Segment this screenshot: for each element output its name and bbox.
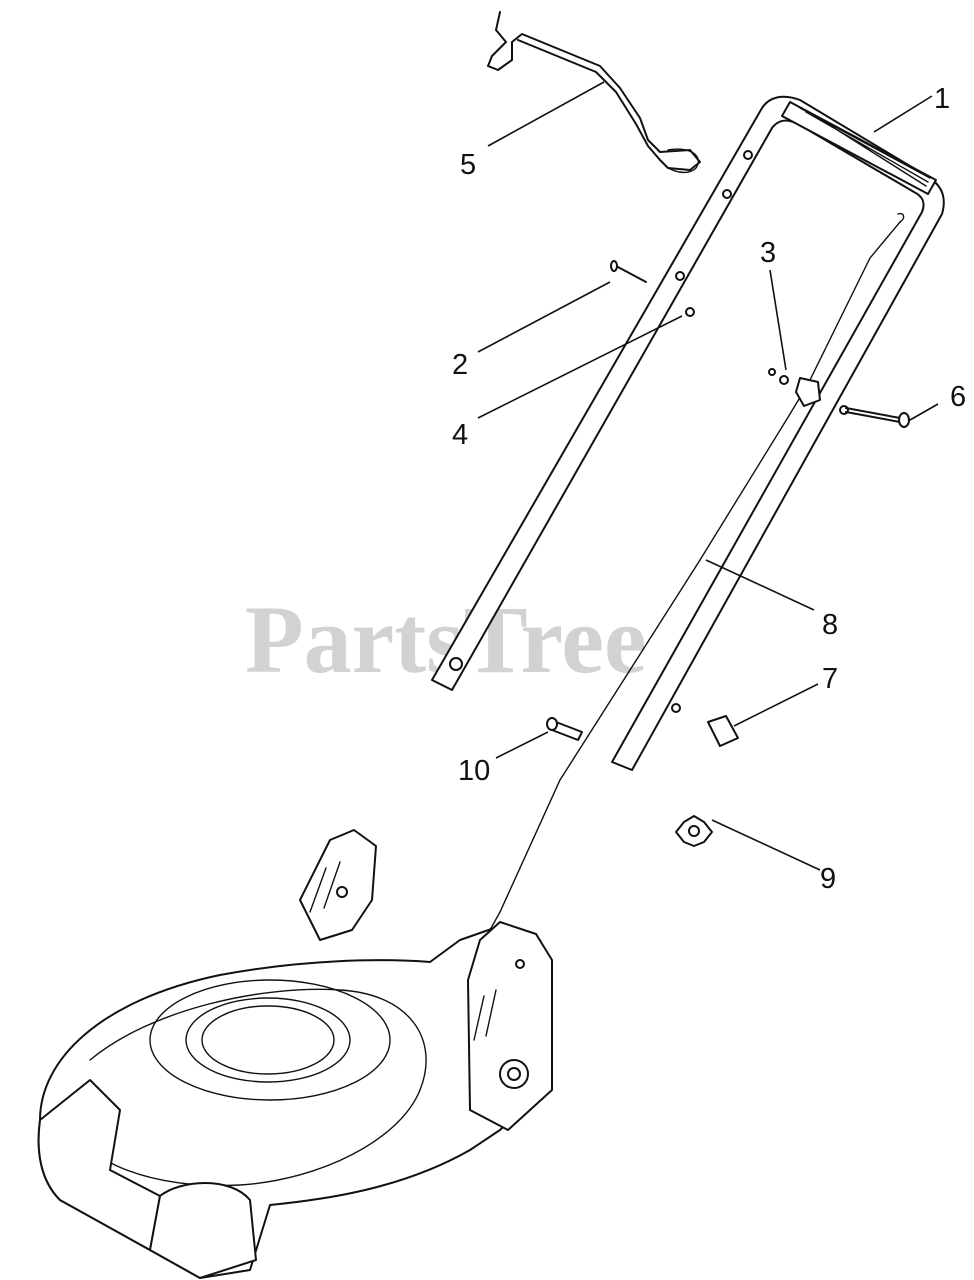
leader-7 <box>733 683 819 727</box>
pin[interactable] <box>610 260 647 283</box>
callout-3[interactable]: 3 <box>760 237 776 269</box>
callout-5[interactable]: 5 <box>460 149 476 181</box>
callout-9[interactable]: 9 <box>820 863 836 895</box>
leader-2 <box>477 281 611 353</box>
leader-9 <box>711 819 821 871</box>
leader-8 <box>705 559 815 611</box>
bail-bar[interactable] <box>487 11 701 174</box>
leader-1 <box>873 95 933 133</box>
leader-10 <box>495 731 549 759</box>
handle-bolt[interactable] <box>546 717 583 741</box>
leader-3 <box>769 269 787 371</box>
callout-2[interactable]: 2 <box>452 349 468 381</box>
upper-handle[interactable] <box>431 95 945 771</box>
cable-clip[interactable] <box>768 368 821 407</box>
mower-deck <box>37 829 553 1279</box>
leader-6 <box>909 403 939 421</box>
callout-4[interactable]: 4 <box>452 419 468 451</box>
leader-4 <box>477 315 683 419</box>
carriage-bolt[interactable] <box>845 407 910 428</box>
control-cable[interactable] <box>489 212 905 931</box>
callout-7[interactable]: 7 <box>822 663 838 695</box>
leader-5 <box>487 81 605 147</box>
callout-6[interactable]: 6 <box>950 381 966 413</box>
nut[interactable] <box>685 307 695 317</box>
callout-10[interactable]: 10 <box>458 755 490 787</box>
handle-knob[interactable] <box>675 815 713 847</box>
callout-1[interactable]: 1 <box>934 83 950 115</box>
callout-8[interactable]: 8 <box>822 609 838 641</box>
spacer[interactable] <box>707 715 739 747</box>
